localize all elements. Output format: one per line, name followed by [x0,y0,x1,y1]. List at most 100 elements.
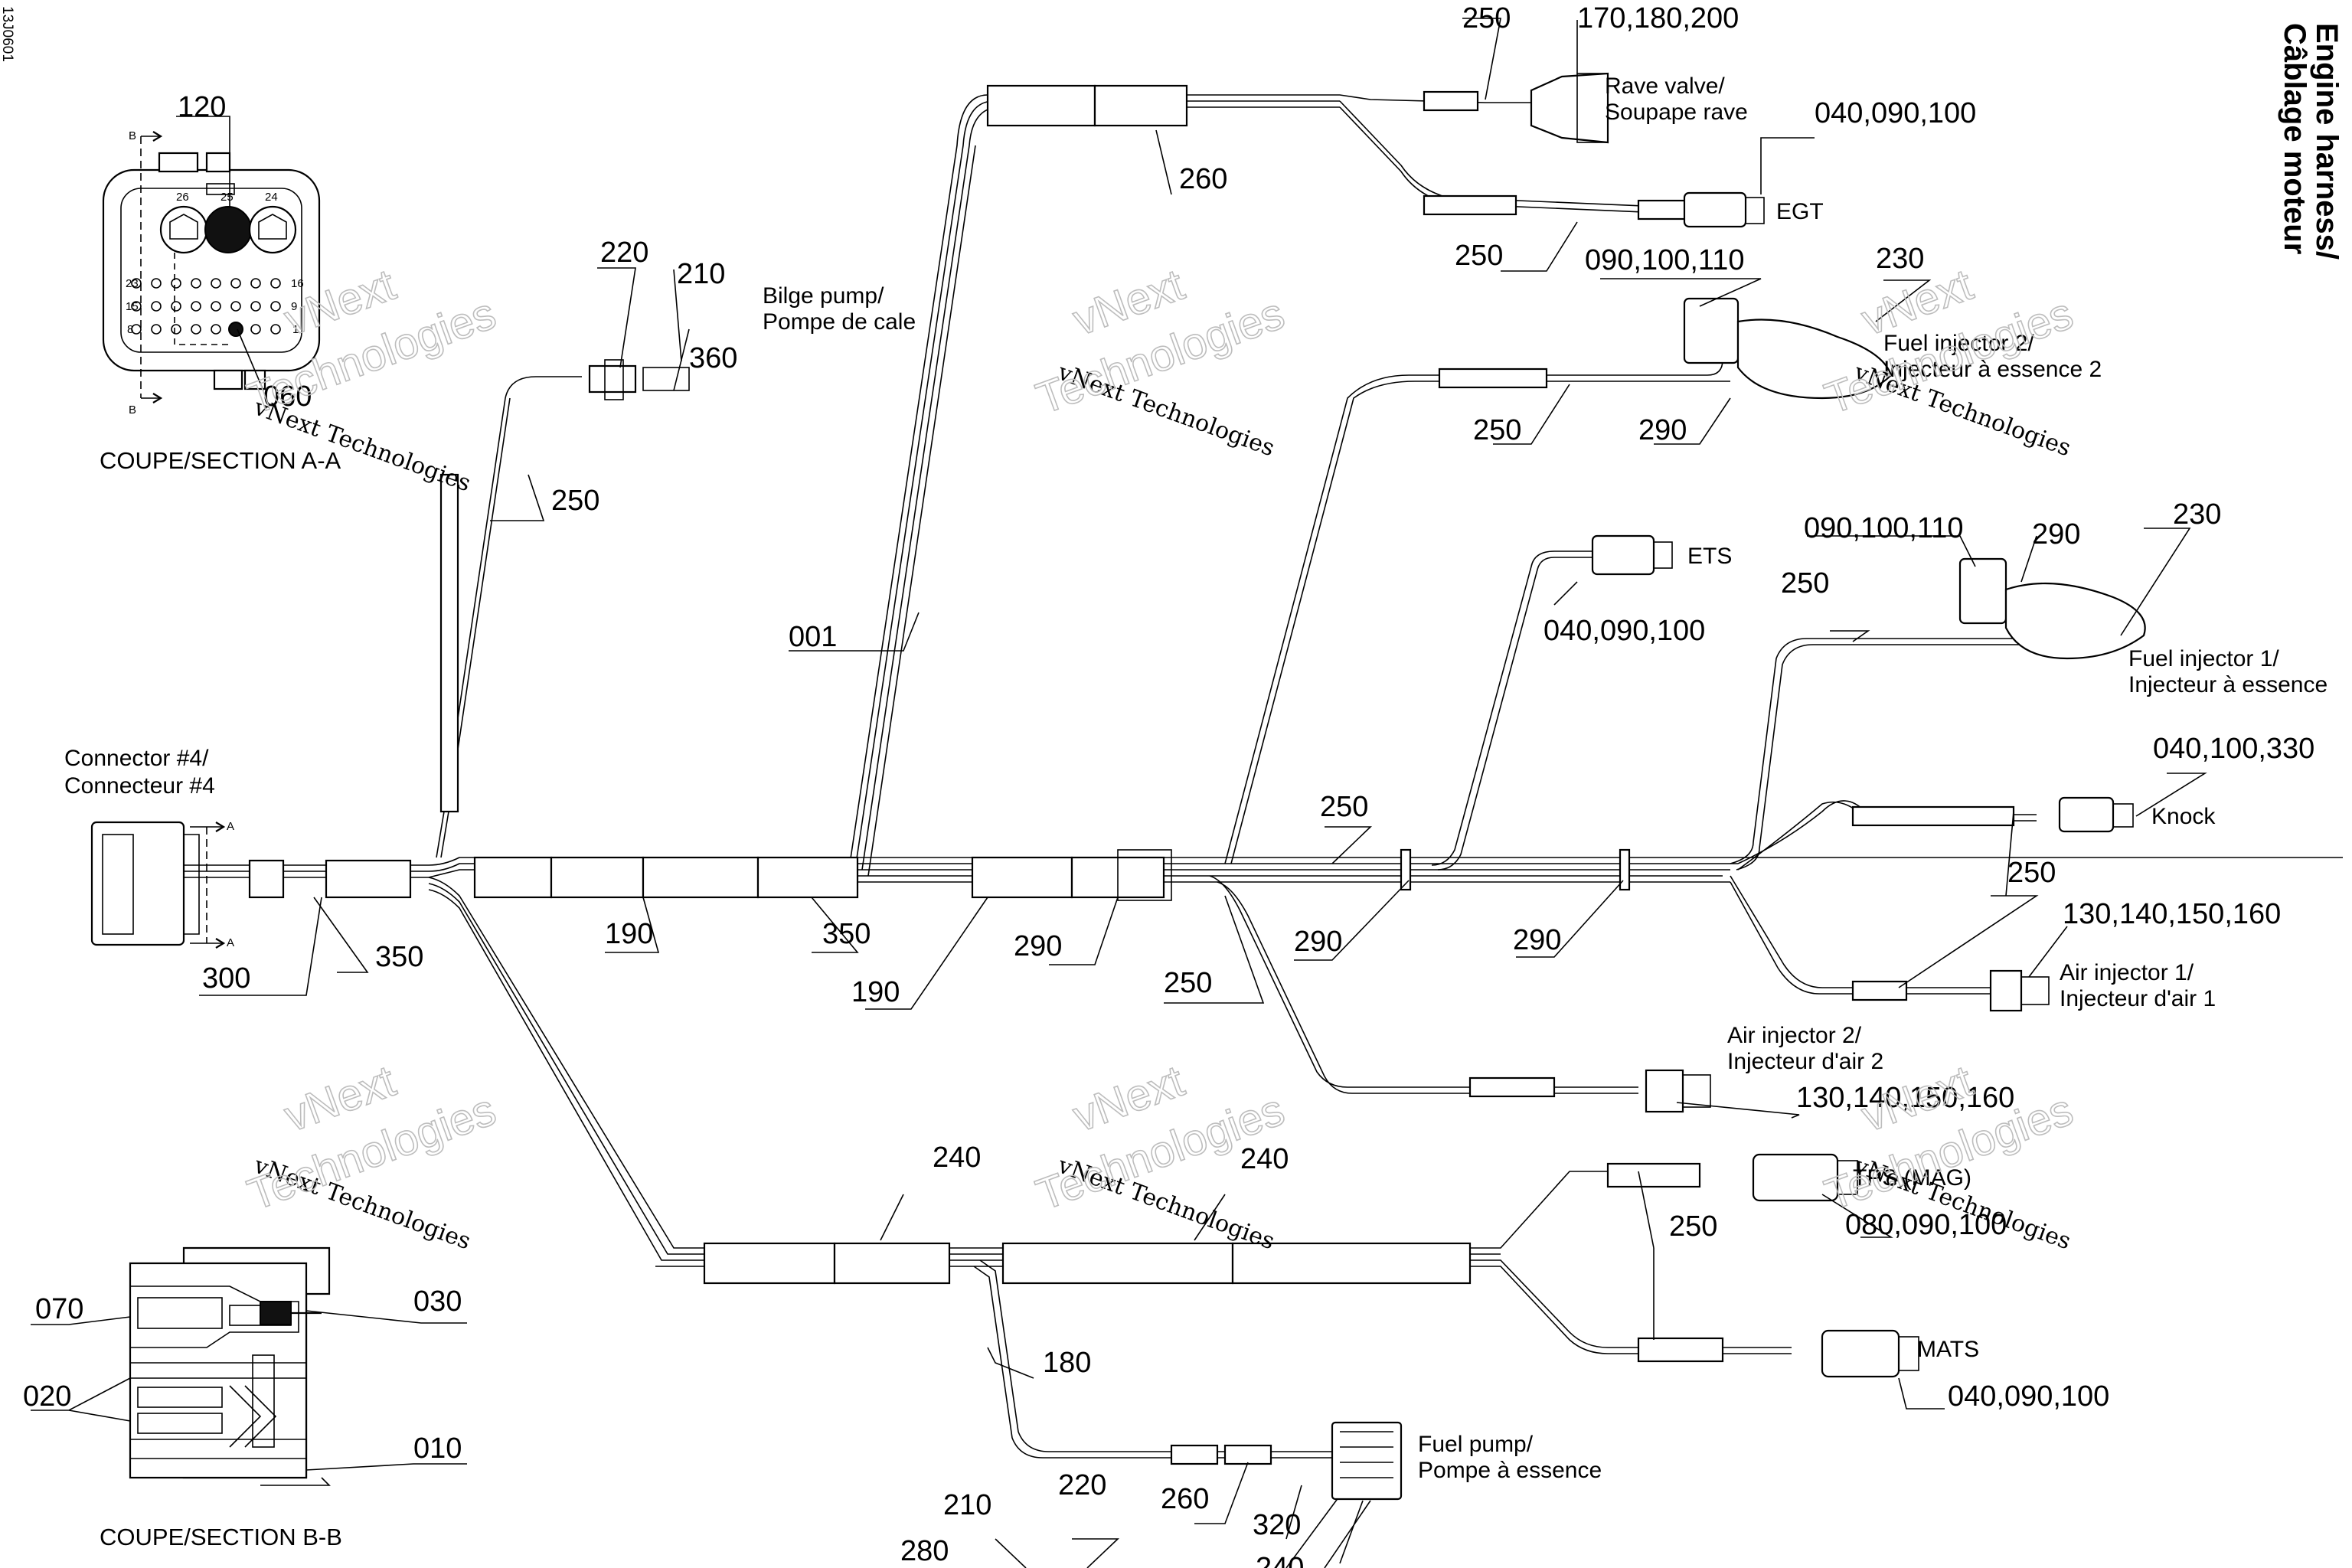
callout-350-b: 350 [822,918,871,950]
section-marker-b-top: B [129,129,136,142]
section-marker-a-top: A [227,820,234,833]
callout-030: 030 [413,1285,462,1318]
callout-040-ets: 040,090,100 [1544,615,1705,647]
callout-210-bilge: 210 [677,258,725,290]
callout-290-a: 290 [1014,930,1062,962]
callout-250-fi1: 250 [1781,567,1829,599]
fuel-injector-2-label-line1: Fuel injector 2/ [1883,331,2034,356]
callout-210-fp: 210 [943,1489,991,1521]
section-marker-b-bottom: B [129,403,136,416]
pin-num-25: 25 [220,191,234,204]
callout-350-a: 350 [375,941,423,973]
callout-190-b: 190 [851,976,900,1008]
callout-230-fi2: 230 [1876,243,1924,275]
pin-num-23: 23 [126,277,139,290]
callout-290-fi1: 290 [2032,518,2080,550]
air-injector-2-label-line2: Injecteur d'air 2 [1727,1049,1883,1074]
callout-320: 320 [1253,1509,1301,1541]
knock-label: Knock [2151,804,2216,829]
harness-sleeves [439,84,2015,1465]
fuel-injector-2-label-line2: Injecteur à essence 2 [1883,357,2102,382]
title-line2: Câblage moteur [2278,23,2311,254]
callout-250-ai2: 250 [1164,967,1212,999]
callout-280: 280 [900,1535,949,1567]
title-block: Engine harness/ Câblage moteur 13J0601 [0,6,2344,260]
callout-060: 060 [263,381,312,413]
callout-240-a: 240 [933,1142,981,1174]
section-aa-view: 26 25 24 23 16 15 9 8 1 B B COUPE/SECTIO… [100,129,341,474]
fuel-pump-label-line1: Fuel pump/ [1418,1432,1534,1457]
callout-250-fi2: 250 [1473,414,1521,446]
air-injector-1-label-line1: Air injector 1/ [2060,960,2194,985]
callout-090-fi1: 090,100,110 [1804,512,1964,544]
callout-080-tps: 080,090,100 [1845,1209,2007,1241]
callout-250-bilge: 250 [551,485,599,517]
callout-010: 010 [413,1432,462,1465]
callout-190-a: 190 [605,918,653,950]
fuel-pump-label-line2: Pompe à essence [1418,1458,1602,1483]
callout-040-knock: 040,100,330 [2153,733,2314,765]
callout-170-rave: 170,180,200 [1577,2,1739,34]
mats-label: MATS [1917,1337,1979,1362]
callout-230-fi1: 230 [2173,498,2221,531]
pin-25-filled [204,206,252,253]
callout-130-ai2: 130,140,150,160 [1796,1082,2014,1114]
callout-250-knock: 250 [2007,857,2056,889]
callout-040-mats: 040,090,100 [1948,1380,2109,1413]
section-bb-view: COUPE/SECTION B-B [100,1246,342,1550]
egt-label: EGT [1776,199,1824,224]
rave-valve-label-line2: Soupape rave [1605,100,1748,125]
tps-label: TPS (MAG) [1853,1165,1971,1191]
callouts: 120 060 220 210 360 250 250 170,180,200 … [23,2,2314,1568]
callout-090-fi2: 090,100,110 [1585,244,1745,276]
callout-130-ai1: 130,140,150,160 [2063,898,2281,930]
drawing-code: 13J0601 [0,6,15,62]
callout-250-egt: 250 [1455,240,1503,272]
pin-num-9: 9 [291,300,297,313]
callout-260-top: 260 [1179,163,1227,195]
pin-num-26: 26 [176,191,189,204]
component-connectors [588,72,2146,1501]
pin-num-1: 1 [292,323,299,336]
section-marker-a-bottom: A [227,936,234,949]
callout-001: 001 [789,621,837,653]
fuel-injector-1-label-line1: Fuel injector 1/ [2128,646,2279,671]
callout-070: 070 [35,1293,83,1325]
callout-240-c: 240 [1256,1552,1304,1568]
callout-120: 120 [178,91,226,123]
callout-250-tps: 250 [1669,1210,1717,1243]
small-pin-grid [131,278,281,337]
ets-label: ETS [1687,544,1732,569]
connector-4-shape: A A [90,820,412,949]
callout-290-fi2: 290 [1638,414,1687,446]
leader-lines [31,18,2207,1568]
pin-num-16: 16 [291,277,304,290]
pin-num-15: 15 [126,300,139,313]
callout-250-main: 250 [1320,791,1368,823]
fuel-injector-1-label-line2: Injecteur à essence [2128,672,2328,697]
rave-valve-label-line1: Rave valve/ [1605,74,1725,99]
bilge-pump-label-line1: Bilge pump/ [763,283,884,309]
component-labels: Connector #4/ Connecteur #4 Bilge pump/ … [64,74,2328,1483]
callout-360: 360 [689,342,737,374]
connector4-label-line1: Connector #4/ [64,746,209,771]
connector4-label-line2: Connecteur #4 [64,773,215,799]
callout-260-fp: 260 [1161,1483,1209,1515]
air-injector-1-label-line2: Injecteur d'air 1 [2060,986,2216,1011]
callout-220-bilge: 220 [600,237,648,269]
callout-040-egt: 040,090,100 [1815,97,1976,129]
section-bb-label: COUPE/SECTION B-B [100,1524,342,1550]
pin-num-24: 24 [265,191,278,204]
callout-300: 300 [202,962,250,995]
callout-290-c: 290 [1513,924,1561,956]
section-aa-label: COUPE/SECTION A-A [100,447,341,474]
pin-num-8: 8 [127,323,133,336]
bilge-pump-label-line2: Pompe de cale [763,309,916,335]
title-line1: Engine harness/ [2310,23,2344,260]
callout-220-fp: 220 [1058,1469,1106,1501]
callout-180: 180 [1043,1347,1091,1379]
callout-250-rave: 250 [1462,2,1511,34]
air-injector-2-label-line1: Air injector 2/ [1727,1023,1862,1048]
callout-240-b: 240 [1240,1143,1289,1175]
